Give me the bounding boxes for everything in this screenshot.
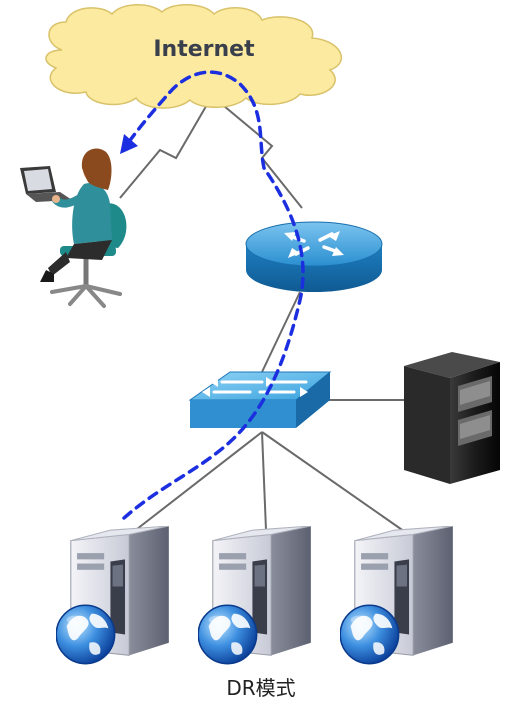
link-cloud-router xyxy=(211,95,303,209)
traffic-flow-path xyxy=(122,70,305,520)
dark-server-icon xyxy=(404,352,500,484)
web-server-icon xyxy=(198,526,312,665)
network-links xyxy=(119,95,409,537)
link-switch-server1 xyxy=(127,431,263,537)
link-cloud-user xyxy=(119,95,213,199)
cloud-icon: Internet xyxy=(45,4,343,109)
link-router-switch xyxy=(261,291,301,373)
cloud-label: Internet xyxy=(153,37,255,62)
flow-arrowhead xyxy=(120,134,138,154)
router-icon xyxy=(245,221,383,292)
web-server-icon xyxy=(56,526,170,665)
diagram-caption: DR模式 xyxy=(226,676,296,700)
user-laptop-icon xyxy=(20,148,127,308)
web-server-2 xyxy=(198,526,312,665)
link-switch-server3 xyxy=(261,431,409,535)
switch-icon xyxy=(188,371,332,428)
web-server-1 xyxy=(56,526,170,665)
link-switch-server2 xyxy=(261,431,267,531)
web-server-icon xyxy=(340,526,454,665)
web-server-3 xyxy=(340,526,454,665)
